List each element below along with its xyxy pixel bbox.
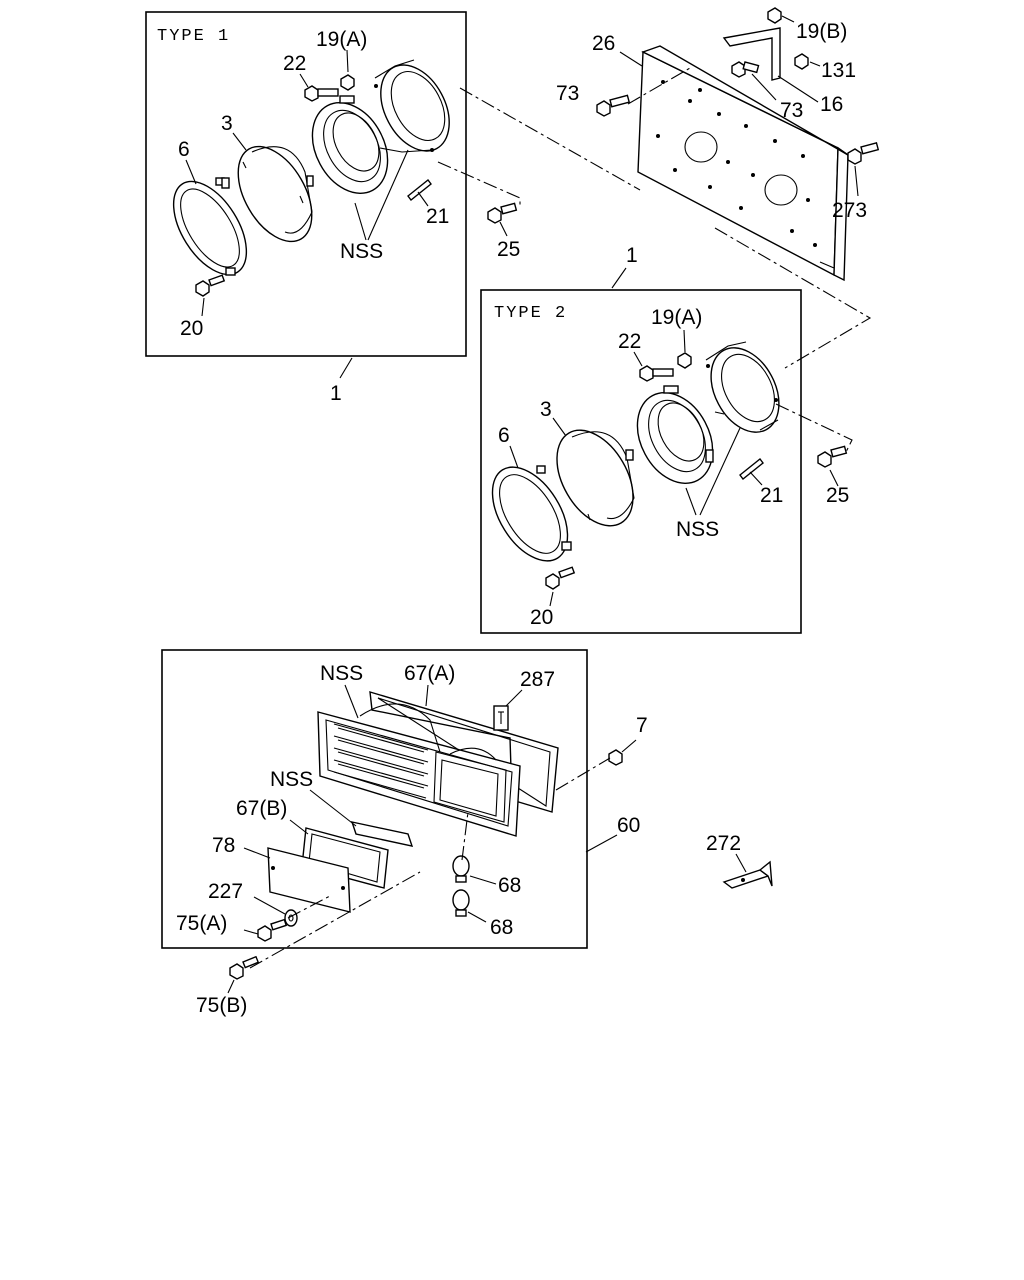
- type2-frame: [480, 289, 802, 634]
- screw-22: [304, 85, 339, 102]
- callout-1: 1: [330, 382, 342, 405]
- callout-78: 78: [212, 834, 235, 857]
- mounting-ring-nss: [311, 95, 389, 194]
- trim-strip-nss: [350, 821, 414, 847]
- callout-68-upper: 68: [498, 874, 521, 897]
- callout-1: 1: [626, 244, 638, 267]
- grille-frame: [161, 649, 588, 949]
- panel-26: [637, 45, 849, 282]
- nut-19b: [767, 7, 782, 24]
- screw-21: [407, 179, 432, 201]
- headlamp-housing: [374, 59, 450, 153]
- callout-7: 7: [636, 714, 648, 737]
- callout-75b: 75(B): [196, 994, 247, 1017]
- callout-60: 60: [617, 814, 640, 837]
- callout-21: 21: [760, 484, 783, 507]
- callout-3: 3: [540, 398, 552, 421]
- callout-6: 6: [178, 138, 190, 161]
- callout-75a: 75(A): [176, 912, 227, 935]
- screw-75a: [257, 918, 288, 942]
- callout-25: 25: [826, 484, 849, 507]
- type2-title: TYPE 2: [494, 304, 567, 323]
- callout-227: 227: [208, 880, 243, 903]
- nut-19a: [340, 74, 355, 91]
- callout-16: 16: [820, 93, 843, 116]
- bolt-20: [195, 274, 226, 297]
- headlamp-housing: [705, 341, 780, 433]
- grille-lamp-group: NSS 67(A) 287 7 NSS 67(B) 60 78 227 68 6…: [161, 649, 648, 969]
- type2-headlamp-group: TYPE 2: [480, 244, 853, 634]
- headlamp-unit-3: [556, 429, 635, 527]
- bolt-20: [545, 566, 576, 590]
- callout-3: 3: [221, 112, 233, 135]
- screw-21: [739, 458, 764, 480]
- clip-287: [493, 705, 509, 731]
- type1-frame: [145, 11, 467, 357]
- callout-6: 6: [498, 424, 510, 447]
- callout-67a: 67(A): [404, 662, 455, 685]
- callout-26: 26: [592, 32, 615, 55]
- callout-25: 25: [497, 238, 520, 261]
- type1-title: TYPE 1: [157, 27, 230, 46]
- callout-20: 20: [530, 606, 553, 629]
- callout-73-right: 73: [780, 99, 803, 122]
- mounting-ring-nss: [636, 385, 714, 484]
- washer-227: [284, 909, 298, 927]
- callout-19a: 19(A): [651, 306, 702, 329]
- callout-20: 20: [180, 317, 203, 340]
- bolt-73-right: [731, 61, 760, 78]
- callout-287: 287: [520, 668, 555, 691]
- callout-131: 131: [821, 59, 856, 82]
- screw-22: [639, 365, 674, 382]
- gasket-67b: [301, 827, 389, 889]
- bulb-68-upper: [452, 855, 470, 883]
- bulb-68-lower: [452, 889, 470, 917]
- headlamp-unit-3: [221, 145, 314, 243]
- type1-headlamp-group: TYPE 1: [145, 11, 521, 405]
- callout-273: 273: [832, 199, 867, 222]
- bolt-25: [487, 202, 518, 224]
- nut-19a: [677, 352, 692, 369]
- screw-75b: [229, 955, 260, 980]
- callout-nss-strip: NSS: [270, 768, 313, 791]
- callout-nss: NSS: [340, 240, 383, 263]
- nut-7: [608, 749, 623, 766]
- bolt-273: [847, 142, 880, 165]
- callout-nss-grille: NSS: [320, 662, 363, 685]
- callout-22: 22: [283, 52, 306, 75]
- callout-21: 21: [426, 205, 449, 228]
- mounting-panel-group: 26 19(B) 131 73 73 16 273: [459, 7, 880, 369]
- bracket-16: [722, 27, 781, 81]
- callout-68-lower: 68: [490, 916, 513, 939]
- callout-nss: NSS: [676, 518, 719, 541]
- callout-272: 272: [706, 832, 741, 855]
- nut-131: [794, 53, 809, 70]
- grille-bezel-nss: [317, 703, 521, 837]
- bracket-272: [722, 860, 773, 889]
- bolt-25: [817, 445, 848, 468]
- bolt-73-left: [596, 94, 631, 117]
- callout-73-left: 73: [556, 82, 579, 105]
- callout-19b: 19(B): [796, 20, 847, 43]
- lens-78: [267, 847, 351, 913]
- callout-67b: 67(B): [236, 797, 287, 820]
- headlamp-rim-6: [172, 177, 248, 276]
- callout-19a: 19(A): [316, 28, 367, 51]
- headlamp-rim-6: [491, 465, 572, 562]
- callout-22: 22: [618, 330, 641, 353]
